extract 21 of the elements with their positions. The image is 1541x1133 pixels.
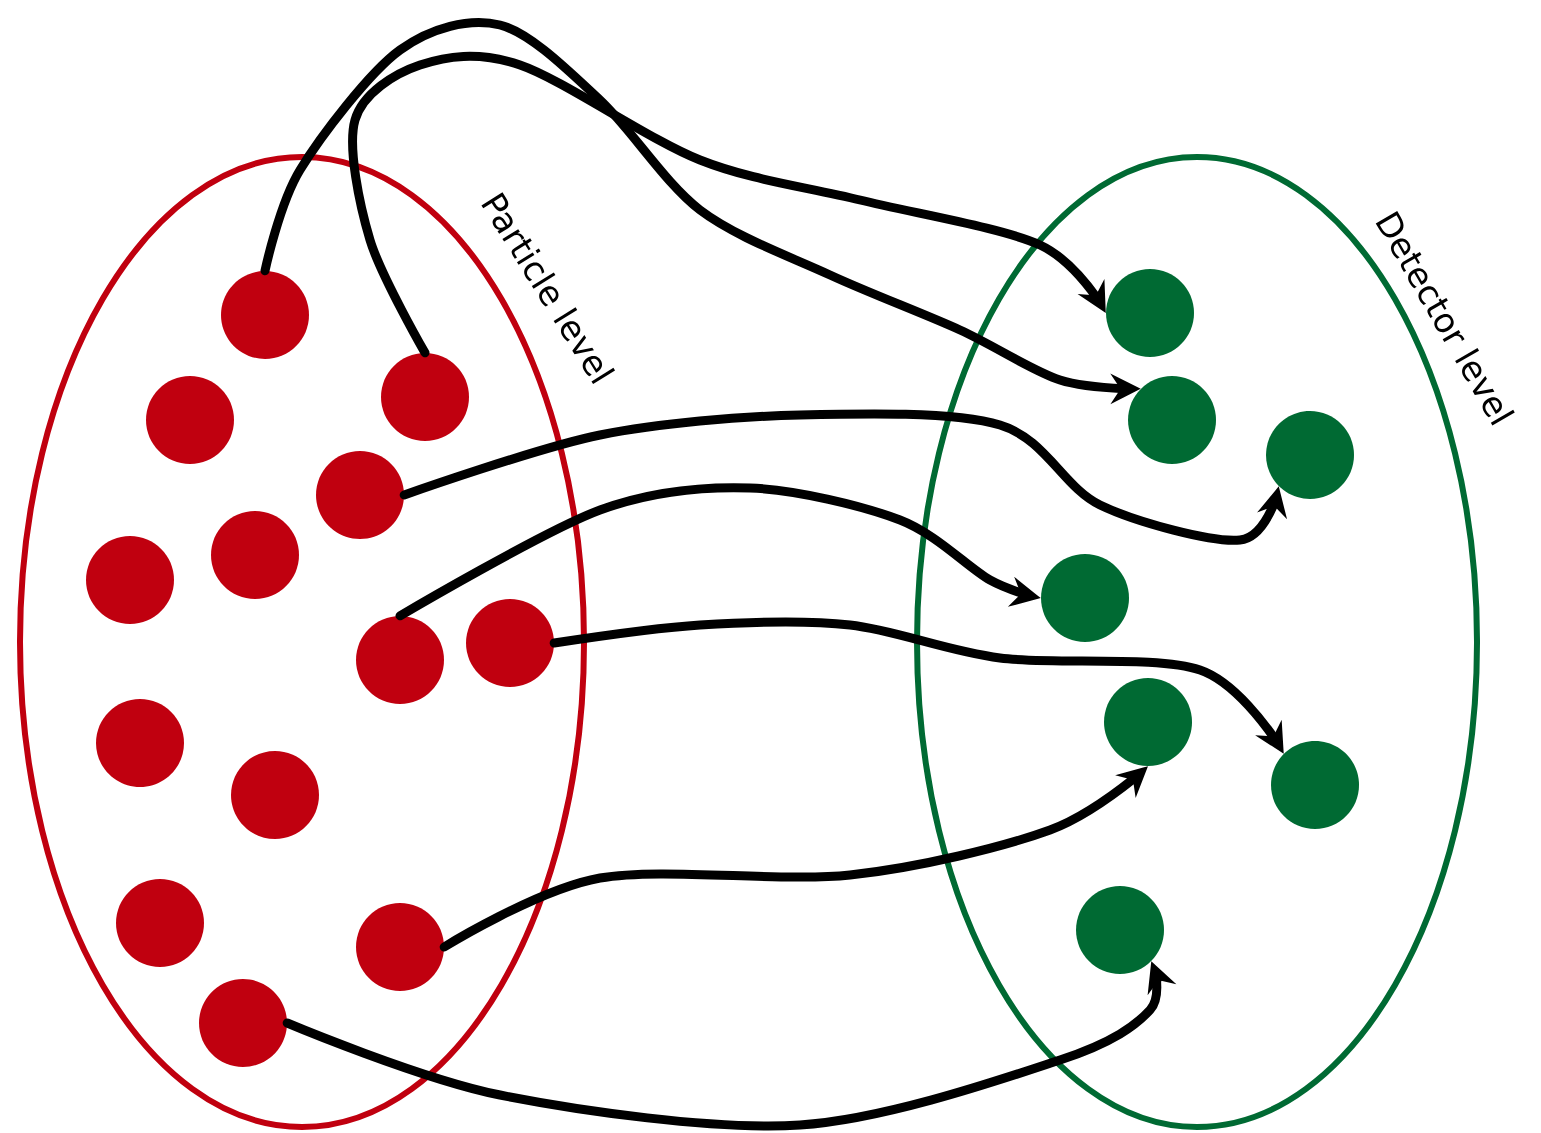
particle-dot — [221, 271, 309, 359]
detector-dot — [1266, 411, 1354, 499]
particle-dot — [316, 451, 404, 539]
particle-dot — [146, 376, 234, 464]
detector-dot — [1041, 554, 1129, 642]
detector-dot — [1104, 678, 1192, 766]
particle-dot — [231, 751, 319, 839]
detector-dot — [1076, 886, 1164, 974]
particle-dot — [211, 511, 299, 599]
detector-dot — [1128, 376, 1216, 464]
particle-dot — [199, 979, 287, 1067]
particle-dot — [86, 536, 174, 624]
detector-dot — [1106, 269, 1194, 357]
particle-dot — [96, 699, 184, 787]
particle-dot — [116, 879, 204, 967]
arrow — [348, 51, 1106, 358]
detector-dot — [1271, 741, 1359, 829]
particle-dot — [356, 903, 444, 991]
particle-dot — [356, 616, 444, 704]
particle-dot — [381, 353, 469, 441]
particle-dot — [466, 599, 554, 687]
